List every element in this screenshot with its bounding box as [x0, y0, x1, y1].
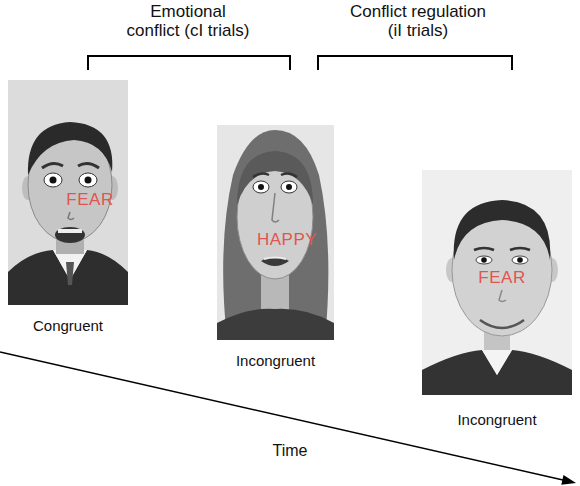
face-picture: HAPPYIncongruent — [217, 125, 334, 340]
face-photo — [422, 170, 572, 395]
trial-caption: Congruent — [33, 317, 103, 335]
time-arrow — [0, 352, 563, 480]
face-photo — [217, 125, 334, 340]
trial-caption: Incongruent — [457, 411, 536, 429]
bracket — [88, 56, 290, 70]
arrow-head — [561, 475, 576, 485]
face-picture: FEARIncongruent — [422, 170, 572, 395]
face-picture: FEARCongruent — [8, 80, 128, 305]
emotion-word: FEAR — [66, 190, 113, 210]
trial-caption: Incongruent — [236, 352, 315, 370]
emotion-word: HAPPY — [257, 230, 317, 250]
group-heading: Conflict regulation (iI trials) — [350, 2, 487, 40]
face-photo — [8, 80, 128, 305]
group-heading: Emotional conflict (cI trials) — [127, 2, 250, 40]
emotion-word: FEAR — [478, 268, 525, 288]
bracket — [318, 56, 512, 70]
axis-label: Time — [273, 441, 308, 460]
